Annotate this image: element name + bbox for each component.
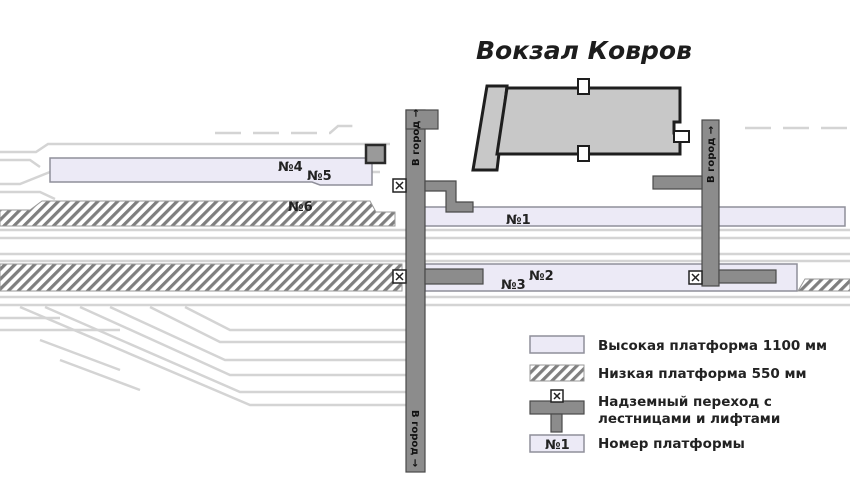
kiosk-icon — [364, 143, 387, 165]
platform-1 — [419, 206, 846, 227]
legend-high-platform-swatch — [529, 335, 585, 354]
legend-overpass-swatch — [529, 389, 585, 433]
platform-number-4: №4 — [278, 160, 303, 175]
platform-right-low — [797, 278, 850, 292]
legend: Высокая платформа 1100 мм Низкая платфор… — [520, 326, 850, 460]
platform-6 — [0, 200, 396, 227]
station-title: Вокзал Ковров — [476, 36, 692, 65]
platform-number-2: №2 — [529, 269, 554, 284]
elevator-icon — [392, 269, 407, 284]
legend-number-sample: №1 — [545, 438, 570, 453]
legend-low-platform-label: Низкая платформа 550 мм — [598, 366, 807, 382]
east-overpass — [701, 119, 720, 287]
legend-low-platform-swatch — [529, 364, 585, 382]
elevator-icon — [392, 178, 407, 193]
platform-number-1: №1 — [506, 213, 531, 228]
to-city-label-main-bottom: В город → — [409, 410, 420, 467]
overpasses: В город → В город → В город → — [364, 109, 777, 473]
legend-overpass-label-line1: Надземный переход с — [598, 394, 772, 410]
to-city-label-main-top: В город → — [411, 109, 422, 166]
platform-number-5: №5 — [307, 169, 332, 184]
station-building — [471, 78, 690, 172]
legend-overpass-label-line2: лестницами и лифтами — [598, 411, 780, 427]
legend-number-swatch — [529, 434, 585, 453]
legend-high-platform-label: Высокая платформа 1100 мм — [598, 338, 827, 354]
to-city-label-east: В город → — [706, 126, 717, 183]
platform-number-3: №3 — [501, 278, 526, 293]
elevator-icon — [688, 270, 703, 285]
legend-platform-number-label: Номер платформы — [598, 436, 745, 452]
platform-number-6: №6 — [288, 200, 313, 215]
platform-3 — [0, 263, 403, 292]
platforms — [0, 157, 850, 292]
platform-numbers: №4 №5 №6 №1 №2 №3 — [278, 160, 554, 293]
